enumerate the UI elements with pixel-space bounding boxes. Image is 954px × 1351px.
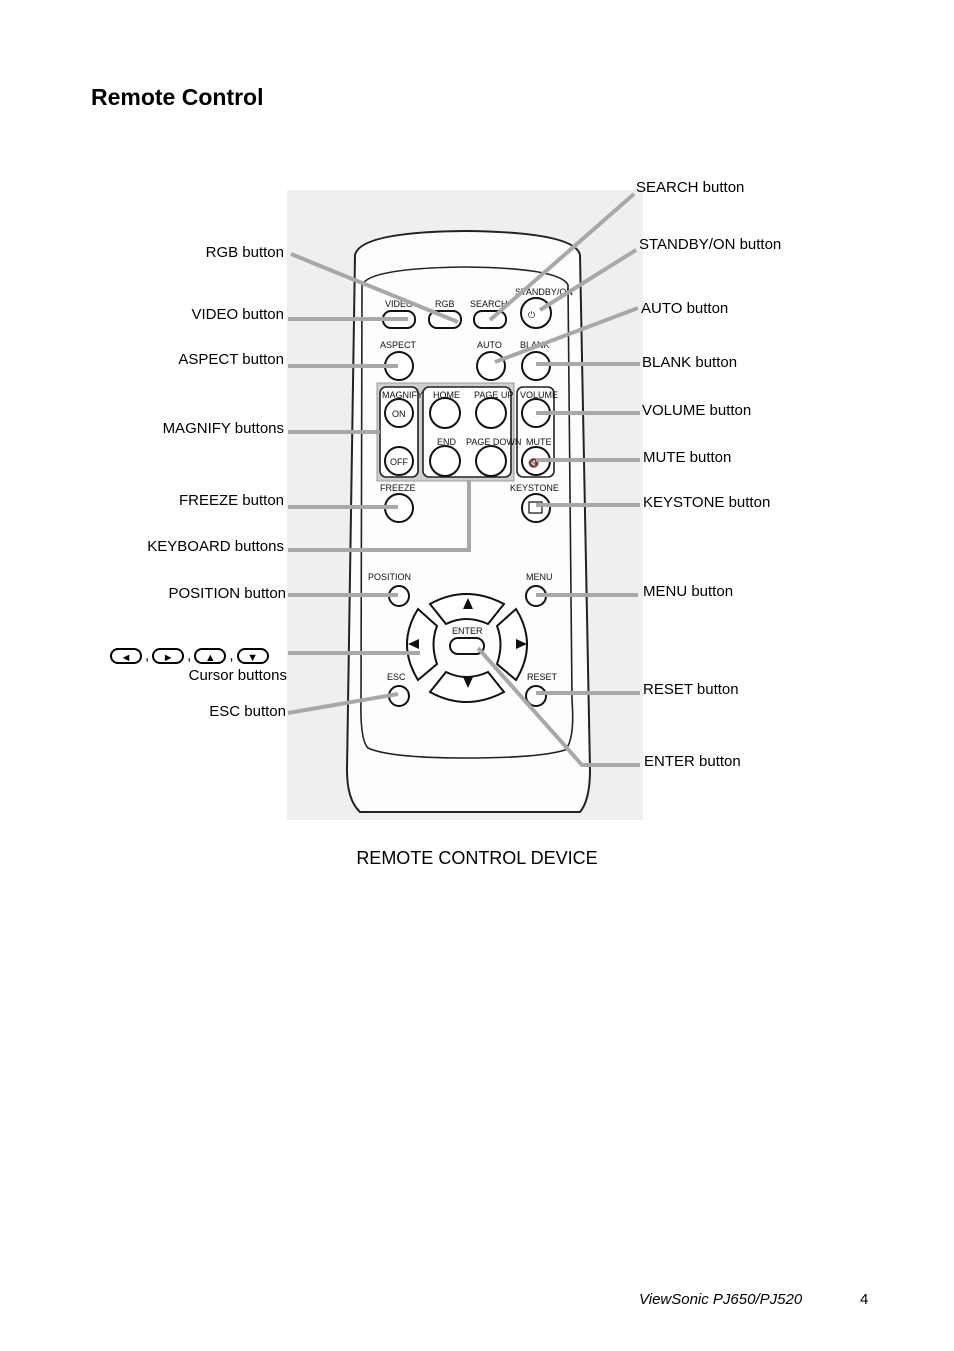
callout-magnify: MAGNIFY buttons [162,420,284,437]
footer-page-number: 4 [860,1291,869,1308]
callout-video: VIDEO button [191,306,284,323]
remote-label: ASPECT [380,340,417,350]
remote-label: RGB [435,299,455,309]
callout-mute: MUTE button [643,449,732,466]
figure-caption: REMOTE CONTROL DEVICE [356,848,598,868]
callout-menu: MENU button [643,583,734,600]
callout-blank: BLANK button [642,354,738,371]
svg-text:⏻: ⏻ [528,310,535,320]
remote-label: MENU [526,572,553,582]
remote-label: PAGE UP [474,390,513,400]
callout-enter: ENTER button [644,753,741,770]
callout-cursor: Cursor buttons [188,667,287,684]
remote-label: HOME [433,390,460,400]
remote-label: AUTO [477,340,502,350]
remote-label: MUTE [526,437,552,447]
footer-product: ViewSonic PJ650/PJ520 [639,1291,803,1308]
separator: , [229,647,234,664]
remote-label: STANDBY/ON [515,287,573,297]
callout-aspect: ASPECT button [178,351,284,368]
remote-label: END [437,437,457,447]
callout-reset: RESET button [643,681,739,698]
cursor-down-key: ▼ [236,647,269,664]
cursor-right-key: ► [152,647,185,664]
remote-label: MAGNIFY [382,390,423,400]
remote-label: VOLUME [520,390,558,400]
callout-esc: ESC button [209,703,286,720]
remote-label: POSITION [368,572,411,582]
remote-label: KEYSTONE [510,483,559,493]
remote-label: ON [392,409,406,419]
callout-volume: VOLUME button [642,402,752,419]
remote-label: OFF [390,457,408,467]
callout-position: POSITION button [168,585,286,602]
page-title: Remote Control [91,84,264,110]
svg-text:🔇: 🔇 [528,457,539,468]
callout-keyboard: KEYBOARD buttons [147,538,284,555]
separator: , [145,647,150,664]
cursor-left-key: ◄ [110,647,142,664]
remote-label: SEARCH [470,299,508,309]
callout-standby: STANDBY/ON button [639,236,782,253]
remote-label: RESET [527,672,558,682]
remote-label: ESC [387,672,406,682]
callout-auto: AUTO button [641,300,729,317]
remote-label: FREEZE [380,483,416,493]
callout-rgb: RGB button [205,244,284,261]
cursor-up-key: ▲ [194,647,227,664]
separator: , [187,647,192,664]
cursor-keys-row: ◄ , ► , ▲ , ▼ [110,647,269,664]
callout-search: SEARCH button [636,179,745,196]
remote-label: ENTER [452,626,483,636]
callout-keystone: KEYSTONE button [643,494,771,511]
remote-label: PAGE DOWN [466,437,521,447]
callout-freeze: FREEZE button [178,492,284,509]
remote-label: VIDEO [385,299,413,309]
